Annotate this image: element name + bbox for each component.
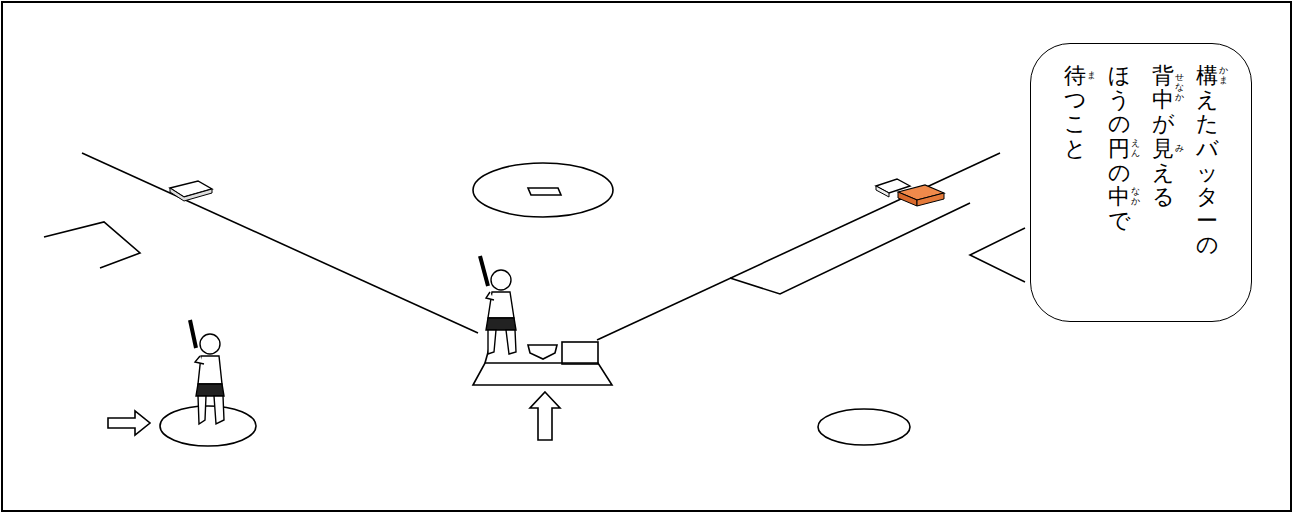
- text-column: 構えたバッターの: [1196, 64, 1218, 258]
- callout-box: 構えたバッターの 背中が見える ほうの円の中で 待つことかませなかみえんなかま: [1030, 43, 1252, 322]
- furigana: かま: [1219, 66, 1228, 86]
- furigana: み: [1175, 144, 1184, 154]
- vertical-note: 構えたバッターの 背中が見える ほうの円の中で 待つこと: [1031, 44, 1251, 258]
- text-column: 背中が見える: [1152, 64, 1174, 258]
- text-column: 待つこと: [1064, 64, 1086, 258]
- batter-figure: [190, 320, 224, 424]
- text-column: ほうの円の中で: [1108, 64, 1130, 258]
- furigana: せなか: [1175, 73, 1184, 103]
- batter-figure: [480, 256, 516, 354]
- furigana: なか: [1131, 187, 1140, 207]
- furigana: ま: [1087, 71, 1096, 81]
- furigana: えん: [1131, 139, 1140, 159]
